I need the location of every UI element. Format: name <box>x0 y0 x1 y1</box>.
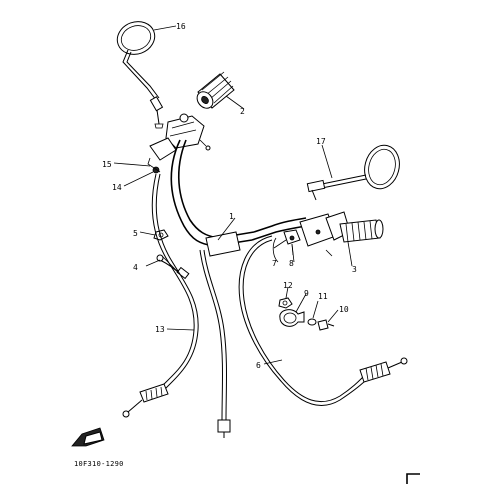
nut-12[interactable] <box>278 297 293 309</box>
callout-5: 5 <box>133 229 138 238</box>
callout-16: 16 <box>176 22 186 31</box>
clutch-lever-bracket-7-8[interactable] <box>272 229 301 263</box>
callout-11: 11 <box>318 292 328 301</box>
corner-mark <box>406 473 420 484</box>
grip-left-2[interactable] <box>194 71 235 111</box>
callout-17: 17 <box>316 137 326 146</box>
callout-12: 12 <box>283 281 293 290</box>
callout-6: 6 <box>256 361 261 370</box>
washer-11[interactable] <box>307 318 317 326</box>
front-arrow-icon <box>71 427 105 447</box>
callout-3: 3 <box>352 265 357 274</box>
callout-7: 7 <box>272 259 277 268</box>
clamp-9[interactable] <box>279 309 305 327</box>
left-cable-lower[interactable] <box>199 249 231 438</box>
mirror-left-16[interactable] <box>113 16 164 129</box>
mirror-right-17[interactable] <box>306 141 404 201</box>
callout-15: 15 <box>102 160 112 169</box>
callout-9: 9 <box>304 289 309 298</box>
callout-4: 4 <box>133 263 138 272</box>
callout-1: 1 <box>229 212 234 221</box>
callout-2: 2 <box>240 107 245 116</box>
callout-labels: 1 2 3 4 5 6 7 8 9 10 11 12 13 14 15 16 1… <box>102 22 357 370</box>
right-grip-3[interactable] <box>299 211 384 257</box>
handlebar-1[interactable] <box>170 139 307 257</box>
diagram-code: 10F310-1290 <box>74 460 124 468</box>
callout-10: 10 <box>339 305 349 314</box>
callout-8: 8 <box>289 259 294 268</box>
left-lever-holder-15[interactable] <box>147 113 211 174</box>
bolt-10[interactable] <box>317 319 335 331</box>
callout-14: 14 <box>112 183 122 192</box>
callout-13: 13 <box>155 325 165 334</box>
throttle-cable-13[interactable] <box>122 173 199 418</box>
cable-4[interactable] <box>156 254 190 280</box>
leader-lines <box>113 25 353 365</box>
clutch-cable-6[interactable] <box>238 235 408 406</box>
